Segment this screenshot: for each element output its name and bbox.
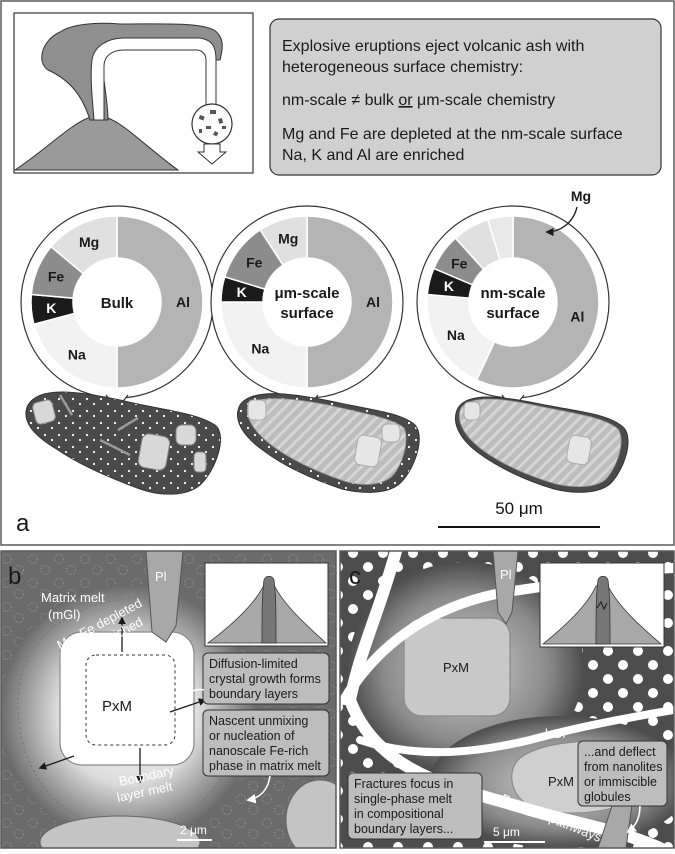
ash-fall-arrow <box>196 143 228 165</box>
callout-deflect-line3: or immiscible <box>584 775 657 789</box>
pl-label-c: Pl <box>500 567 512 582</box>
mg-pointer-arrow <box>545 206 578 237</box>
callout-diffusion: Diffusion-limited crystal growth forms b… <box>202 652 330 705</box>
callout-fractures-line3: in compositional <box>354 807 444 821</box>
donut-label-na: Na <box>447 327 465 343</box>
pxm-label-c1: PxM <box>443 660 469 675</box>
donut-segment-mg2 <box>486 215 514 261</box>
panel-b-frame <box>0 550 337 849</box>
donut-label-k: K <box>237 284 247 300</box>
fracture-lower <box>356 706 674 757</box>
callout-diffusion-arrow <box>178 688 205 702</box>
donut-label-fe: Fe <box>451 256 468 272</box>
callout-deflect-arrow <box>626 805 641 834</box>
donut-label-mg: Mg <box>278 231 298 247</box>
donut-segment-na <box>220 301 308 389</box>
summary-line-5: Na, K and Al are enriched <box>282 147 464 164</box>
plagioclase-lath-c <box>492 551 519 625</box>
bgl-label: bGl <box>545 726 565 741</box>
summary-line-4: Mg and Fe are depleted at the nm-scale s… <box>282 126 623 143</box>
donut-label-k: K <box>444 278 454 294</box>
panel-b-scale-label: 2 μm <box>180 823 207 837</box>
donut-label-mg: Mg <box>79 234 99 250</box>
pl-label-b: Pl <box>155 569 167 584</box>
callout-diffusion-line3: boundary layers <box>209 687 298 701</box>
donut-label-mg: Mg <box>571 188 591 204</box>
donut-label-na: Na <box>68 346 86 362</box>
donut-label-fe: Fe <box>48 269 65 285</box>
volcano-inset-b <box>204 562 329 647</box>
ash-particle-nm-surface <box>455 396 629 493</box>
callout-fractures-line4: boundary layers... <box>354 822 453 836</box>
callout-nucleation: Nascent unmixing or nucleation of nanosc… <box>202 709 330 777</box>
pxm-crystal <box>59 631 195 766</box>
volcano-inset-c <box>539 562 665 648</box>
callout-nucleation-arrow <box>246 775 271 804</box>
summary-box: Explosive eruptions eject volcanic ash w… <box>269 18 662 176</box>
donut-label-al: Al <box>176 294 190 310</box>
callout-deflect-line4: globules <box>584 790 631 804</box>
callout-diffusion-line1: Diffusion-limited <box>209 657 298 671</box>
callout-fractures-focus: Fractures focus in single-phase melt in … <box>347 772 483 840</box>
ash-particle-um-surface <box>237 393 420 493</box>
callout-nucleation-line4: phase in matrix melt <box>209 759 321 773</box>
callout-deflect-line2: from nanolites <box>584 760 663 774</box>
callout-nucleation-line1: Nascent unmixing <box>209 714 308 728</box>
donut-label-al: Al <box>366 294 380 310</box>
panel-c-frame <box>339 550 675 849</box>
summary-line-3: nm-scale ≠ bulk or μm-scale chemistry <box>282 92 555 109</box>
donut-center-label: surface <box>486 305 539 322</box>
donut-segment-al <box>475 215 600 389</box>
pxm-crystal-1 <box>403 617 511 717</box>
matrix-melt-label: Matrix melt <box>41 590 105 605</box>
donut-label-fe: Fe <box>246 254 263 270</box>
donut-segment-mg <box>259 215 308 267</box>
ash-particle-bulk <box>25 391 221 495</box>
callout-nucleation-line2: or nucleation of <box>209 729 295 743</box>
callout-diffusion-line2: crystal growth forms <box>209 672 321 686</box>
donut-center-label: surface <box>280 305 333 322</box>
panel-a-letter: a <box>16 510 30 537</box>
donut-center-label: μm-scale <box>274 285 339 302</box>
callout-deflect: ...and deflect from nanolites or immisci… <box>577 740 668 807</box>
donut-label-k: K <box>46 300 56 316</box>
boundary-layer-outline <box>17 597 243 829</box>
callout-deflect-line1: ...and deflect <box>584 745 656 759</box>
donut-label-na: Na <box>251 341 269 357</box>
panel-b-letter: b <box>8 563 21 590</box>
donut-center-label: nm-scale <box>480 285 545 302</box>
summary-line-1: Explosive eruptions eject volcanic ash w… <box>282 38 584 55</box>
matrix-melt-abbrev: (mGl) <box>48 607 81 622</box>
callout-fractures-line1: Fractures focus in <box>354 777 453 791</box>
plagioclase-lath-b <box>145 551 184 643</box>
ash-fragments <box>198 110 226 137</box>
donut-center-label: Bulk <box>101 295 134 312</box>
callout-nucleation-line3: nanoscale Fe-rich <box>209 744 308 758</box>
panel-c-scale-label: 5 μm <box>493 825 520 839</box>
donut-label-al: Al <box>570 308 584 324</box>
donut-segment-mg <box>50 215 118 275</box>
pxm-core-outline <box>85 654 176 746</box>
donut-segment-al <box>306 215 394 389</box>
summary-line-2: heterogeneous surface chemistry: <box>282 59 523 76</box>
eruption-sketch <box>13 12 254 174</box>
donut-segment-al <box>116 215 204 389</box>
panel-a-scale-label: 50 μm <box>495 499 543 518</box>
callout-fractures-line2: single-phase melt <box>354 792 452 806</box>
pxm-label-c2: PxM <box>548 774 574 789</box>
pxm-label-b: PxM <box>102 698 132 715</box>
panel-c-letter: c <box>349 563 361 590</box>
